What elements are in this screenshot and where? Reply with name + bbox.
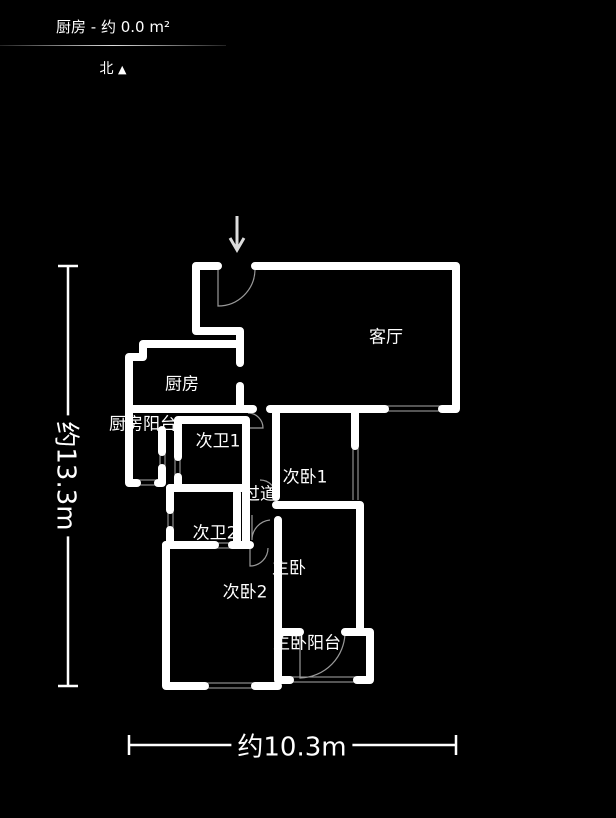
header-divider: [0, 45, 226, 46]
width-dimension-label: 约10.3m: [231, 726, 353, 764]
room-master[interactable]: 主卧: [272, 558, 306, 579]
room-bed1[interactable]: 次卧1: [282, 467, 328, 488]
entrance-arrow-icon: [228, 216, 246, 253]
doors: [217, 266, 346, 679]
walls: [125, 262, 460, 690]
room-bed2[interactable]: 次卧2: [222, 582, 268, 603]
north-label: 北: [99, 61, 114, 77]
selected-room-title: 厨房 - 约 0.0 m²: [56, 18, 170, 36]
height-dimension-label: 约13.3m: [49, 415, 87, 537]
room-living[interactable]: 客厅: [369, 327, 403, 348]
room-kitchen-balcony[interactable]: 厨房阳台: [109, 414, 177, 435]
room-bath2[interactable]: 次卫2: [192, 523, 238, 544]
room-kitchen[interactable]: 厨房: [165, 374, 199, 395]
room-bath1[interactable]: 次卫1: [195, 431, 241, 452]
triangle-up-icon: ▲: [117, 63, 127, 76]
room-master-balcony[interactable]: 主卧阳台: [273, 633, 341, 654]
north-indicator: 北 ▲: [0, 58, 226, 78]
room-corridor[interactable]: 过道: [243, 484, 277, 505]
